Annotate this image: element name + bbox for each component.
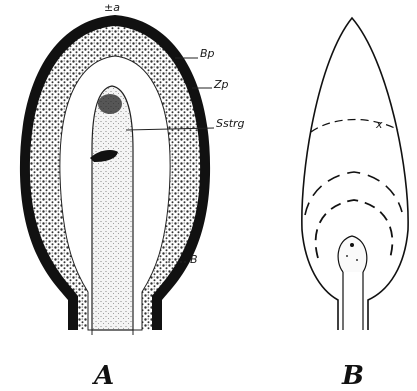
bulb-dot-3 <box>356 259 358 261</box>
inner-bulb <box>338 236 367 272</box>
callout-bp: Bp <box>200 47 215 60</box>
dashed-arc-middle <box>305 172 402 215</box>
marker-x: x <box>375 118 383 131</box>
bulb-dot-2 <box>346 255 348 257</box>
bulb-dot-1 <box>350 243 354 247</box>
dashed-arc-upper <box>311 120 398 133</box>
teardrop-outline <box>302 18 408 330</box>
panel-a-drawing: ±a Bp Zp Sstrg B A <box>20 1 245 391</box>
panel-b-drawing: x B <box>302 18 408 391</box>
callout-sstrg: Sstrg <box>216 117 245 130</box>
inner-stippled-body <box>92 86 133 330</box>
panel-label-a: A <box>91 361 114 391</box>
callout-zp: Zp <box>213 78 229 91</box>
inner-body-cap <box>98 94 122 114</box>
top-mark-label: ±a <box>104 1 120 14</box>
callout-b: B <box>190 253 198 266</box>
panel-label-b: B <box>341 361 364 391</box>
